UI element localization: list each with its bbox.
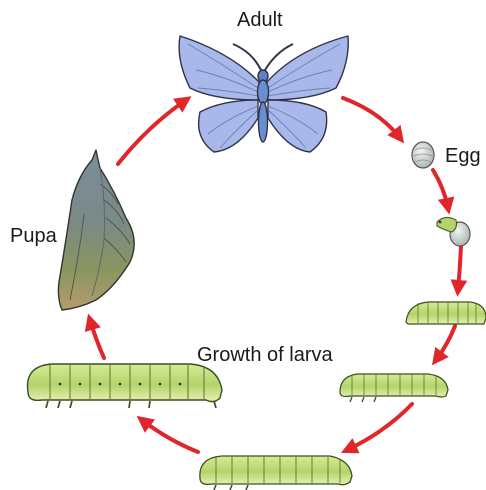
hatchling-icon <box>437 217 470 246</box>
label-growth-of-larva: Growth of larva <box>197 345 333 365</box>
larva-stage-4-icon <box>28 364 223 408</box>
pupa-icon <box>58 150 134 310</box>
arrow-adult-to-egg <box>343 98 400 138</box>
arrow-hatchling-to-larva1 <box>458 246 461 290</box>
arrow-larva4-to-pupa <box>90 320 104 358</box>
butterfly-icon <box>179 36 348 152</box>
larva-stage-2-icon <box>340 374 448 402</box>
label-adult: Adult <box>237 10 283 30</box>
arrow-larva3-to-larva4 <box>142 420 198 452</box>
label-pupa: Pupa <box>10 226 57 246</box>
egg-icon <box>412 142 434 168</box>
label-egg: Egg <box>445 146 481 166</box>
arrow-larva1-to-larva2 <box>436 326 455 360</box>
arrow-egg-to-hatchling <box>433 170 448 208</box>
arrow-larva2-to-larva3 <box>347 404 412 450</box>
arrow-pupa-to-adult <box>118 100 186 164</box>
larva-stage-3-icon <box>200 456 352 490</box>
larva-stage-1-icon <box>406 302 486 324</box>
